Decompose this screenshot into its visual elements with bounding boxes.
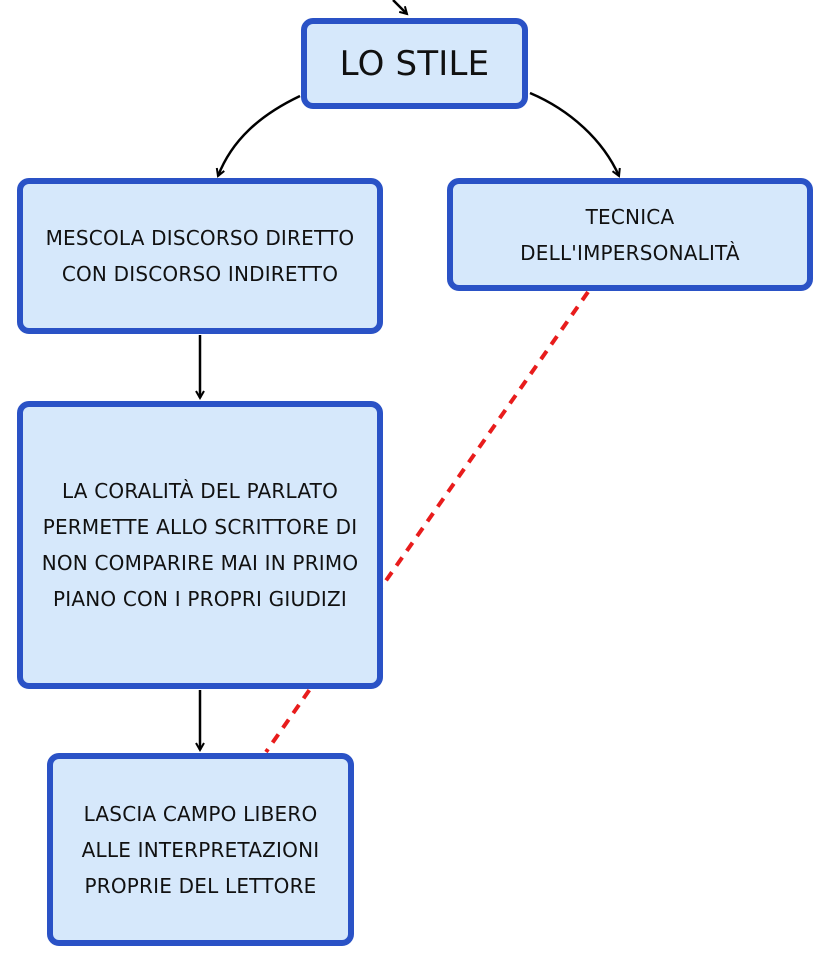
node-mescola-discorso-label: MESCOLA DISCORSO DIRETTO CON DISCORSO IN… [45,226,355,286]
edge-tecnica-lascia-dashed [264,290,590,754]
node-mescola-discorso[interactable]: MESCOLA DISCORSO DIRETTO CON DISCORSO IN… [17,178,383,334]
edge-root-mescola [218,94,301,176]
node-coralita-parlato[interactable]: LA CORALITÀ DEL PARLATO PERMETTE ALLO SC… [17,401,383,689]
node-coralita-parlato-label: LA CORALITÀ DEL PARLATO PERMETTE ALLO SC… [41,479,359,611]
node-lo-stile[interactable]: LO STILE [301,18,528,109]
node-lascia-campo-libero[interactable]: LASCIA CAMPO LIBERO ALLE INTERPRETAZIONI… [47,753,354,946]
node-lascia-campo-libero-label: LASCIA CAMPO LIBERO ALLE INTERPRETAZIONI… [81,801,320,898]
node-lo-stile-label: LO STILE [339,43,490,84]
edge-root-tecnica [529,91,619,176]
incoming-arrow [392,0,407,14]
node-tecnica-impersonalita-label: TECNICA DELL'IMPERSONALITÀ [520,204,740,265]
node-tecnica-impersonalita[interactable]: TECNICA DELL'IMPERSONALITÀ [447,178,813,291]
